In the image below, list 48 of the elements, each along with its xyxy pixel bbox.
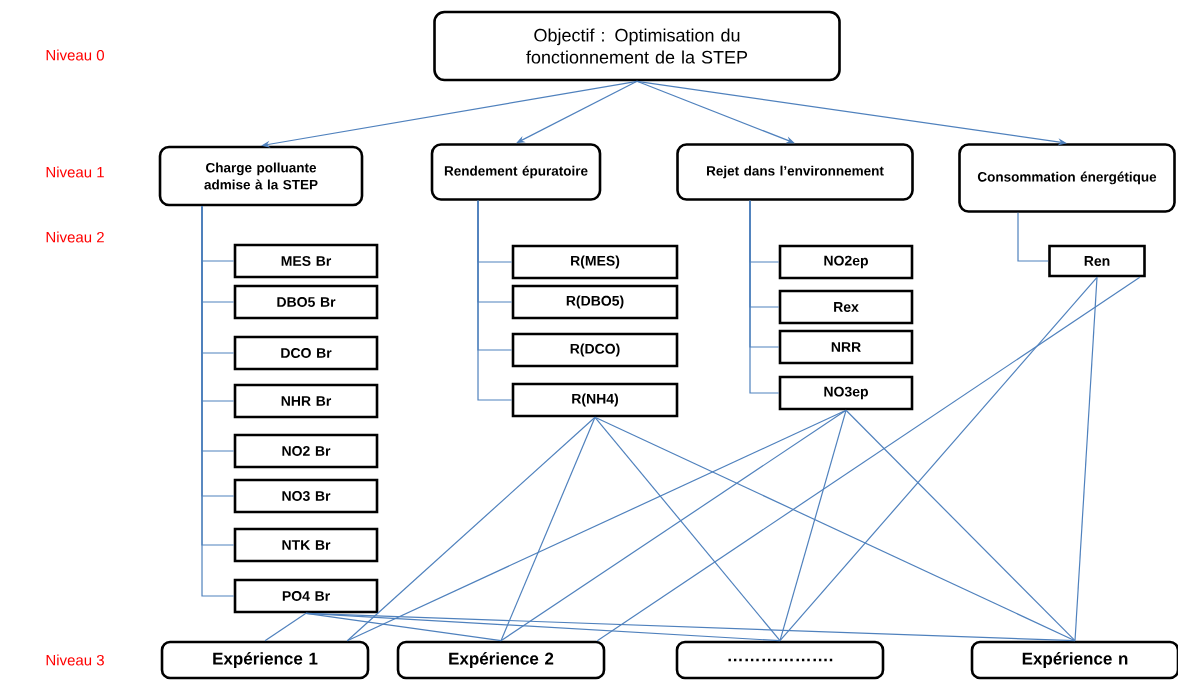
connector-line [500, 409, 847, 642]
tree-connector [749, 200, 780, 394]
connector-line [500, 416, 596, 642]
indicator-box: DCO Br [233, 335, 379, 371]
connector-line [594, 416, 781, 642]
experiment-box: Expérience n [970, 640, 1178, 680]
indicator-box: Ren [1048, 244, 1146, 278]
indicator-box: NO2ep [778, 244, 914, 280]
indicator-box: R(DCO) [511, 332, 679, 368]
criterion-box: Charge polluante admise à la STEP [158, 145, 364, 207]
connector-line [596, 276, 1141, 642]
indicator-box: NRR [778, 329, 914, 365]
criterion-box: Consommation énergétique [958, 143, 1176, 213]
level-label: Niveau 2 [46, 231, 104, 243]
indicator-box: NO3ep [778, 375, 914, 411]
indicator-box: NHR Br [233, 383, 379, 419]
connector-line [845, 409, 1076, 642]
arrow [516, 80, 638, 144]
connector-line [779, 409, 847, 642]
tree-connector [1017, 212, 1049, 262]
indicator-box: MES Br [233, 243, 379, 279]
arrow [636, 80, 795, 144]
experiment-box: ………………. [675, 640, 885, 680]
connector-line [305, 612, 1076, 642]
indicator-box: NO3 Br [233, 478, 379, 514]
tree-connector [477, 200, 513, 401]
objective-box: Objectif : Optimisation du fonctionnement de la STEP [433, 10, 841, 82]
connector-line [1074, 276, 1098, 642]
connector-line [264, 612, 307, 642]
connector-line [779, 276, 1098, 642]
indicator-box: R(MES) [511, 244, 679, 280]
indicator-box: NTK Br [233, 527, 379, 563]
indicator-box: PO4 Br [233, 578, 379, 614]
level-label: Niveau 0 [46, 49, 104, 61]
connector-line [346, 416, 596, 642]
connector-line [346, 409, 847, 642]
level-label: Niveau 1 [46, 166, 104, 178]
experiment-box: Expérience 2 [396, 640, 606, 680]
indicator-box: NO2 Br [233, 433, 379, 469]
indicator-box: R(DBO5) [511, 284, 679, 320]
level-label: Niveau 3 [46, 654, 104, 666]
connector-line [594, 416, 1076, 642]
criterion-box: Rendement épuratoire [430, 143, 602, 201]
indicator-box: Rex [778, 289, 914, 325]
experiment-box: Expérience 1 [160, 640, 370, 680]
criterion-box: Rejet dans l’environnement [676, 143, 914, 201]
indicator-box: DBO5 Br [233, 284, 379, 320]
indicator-box: R(NH4) [511, 382, 679, 418]
